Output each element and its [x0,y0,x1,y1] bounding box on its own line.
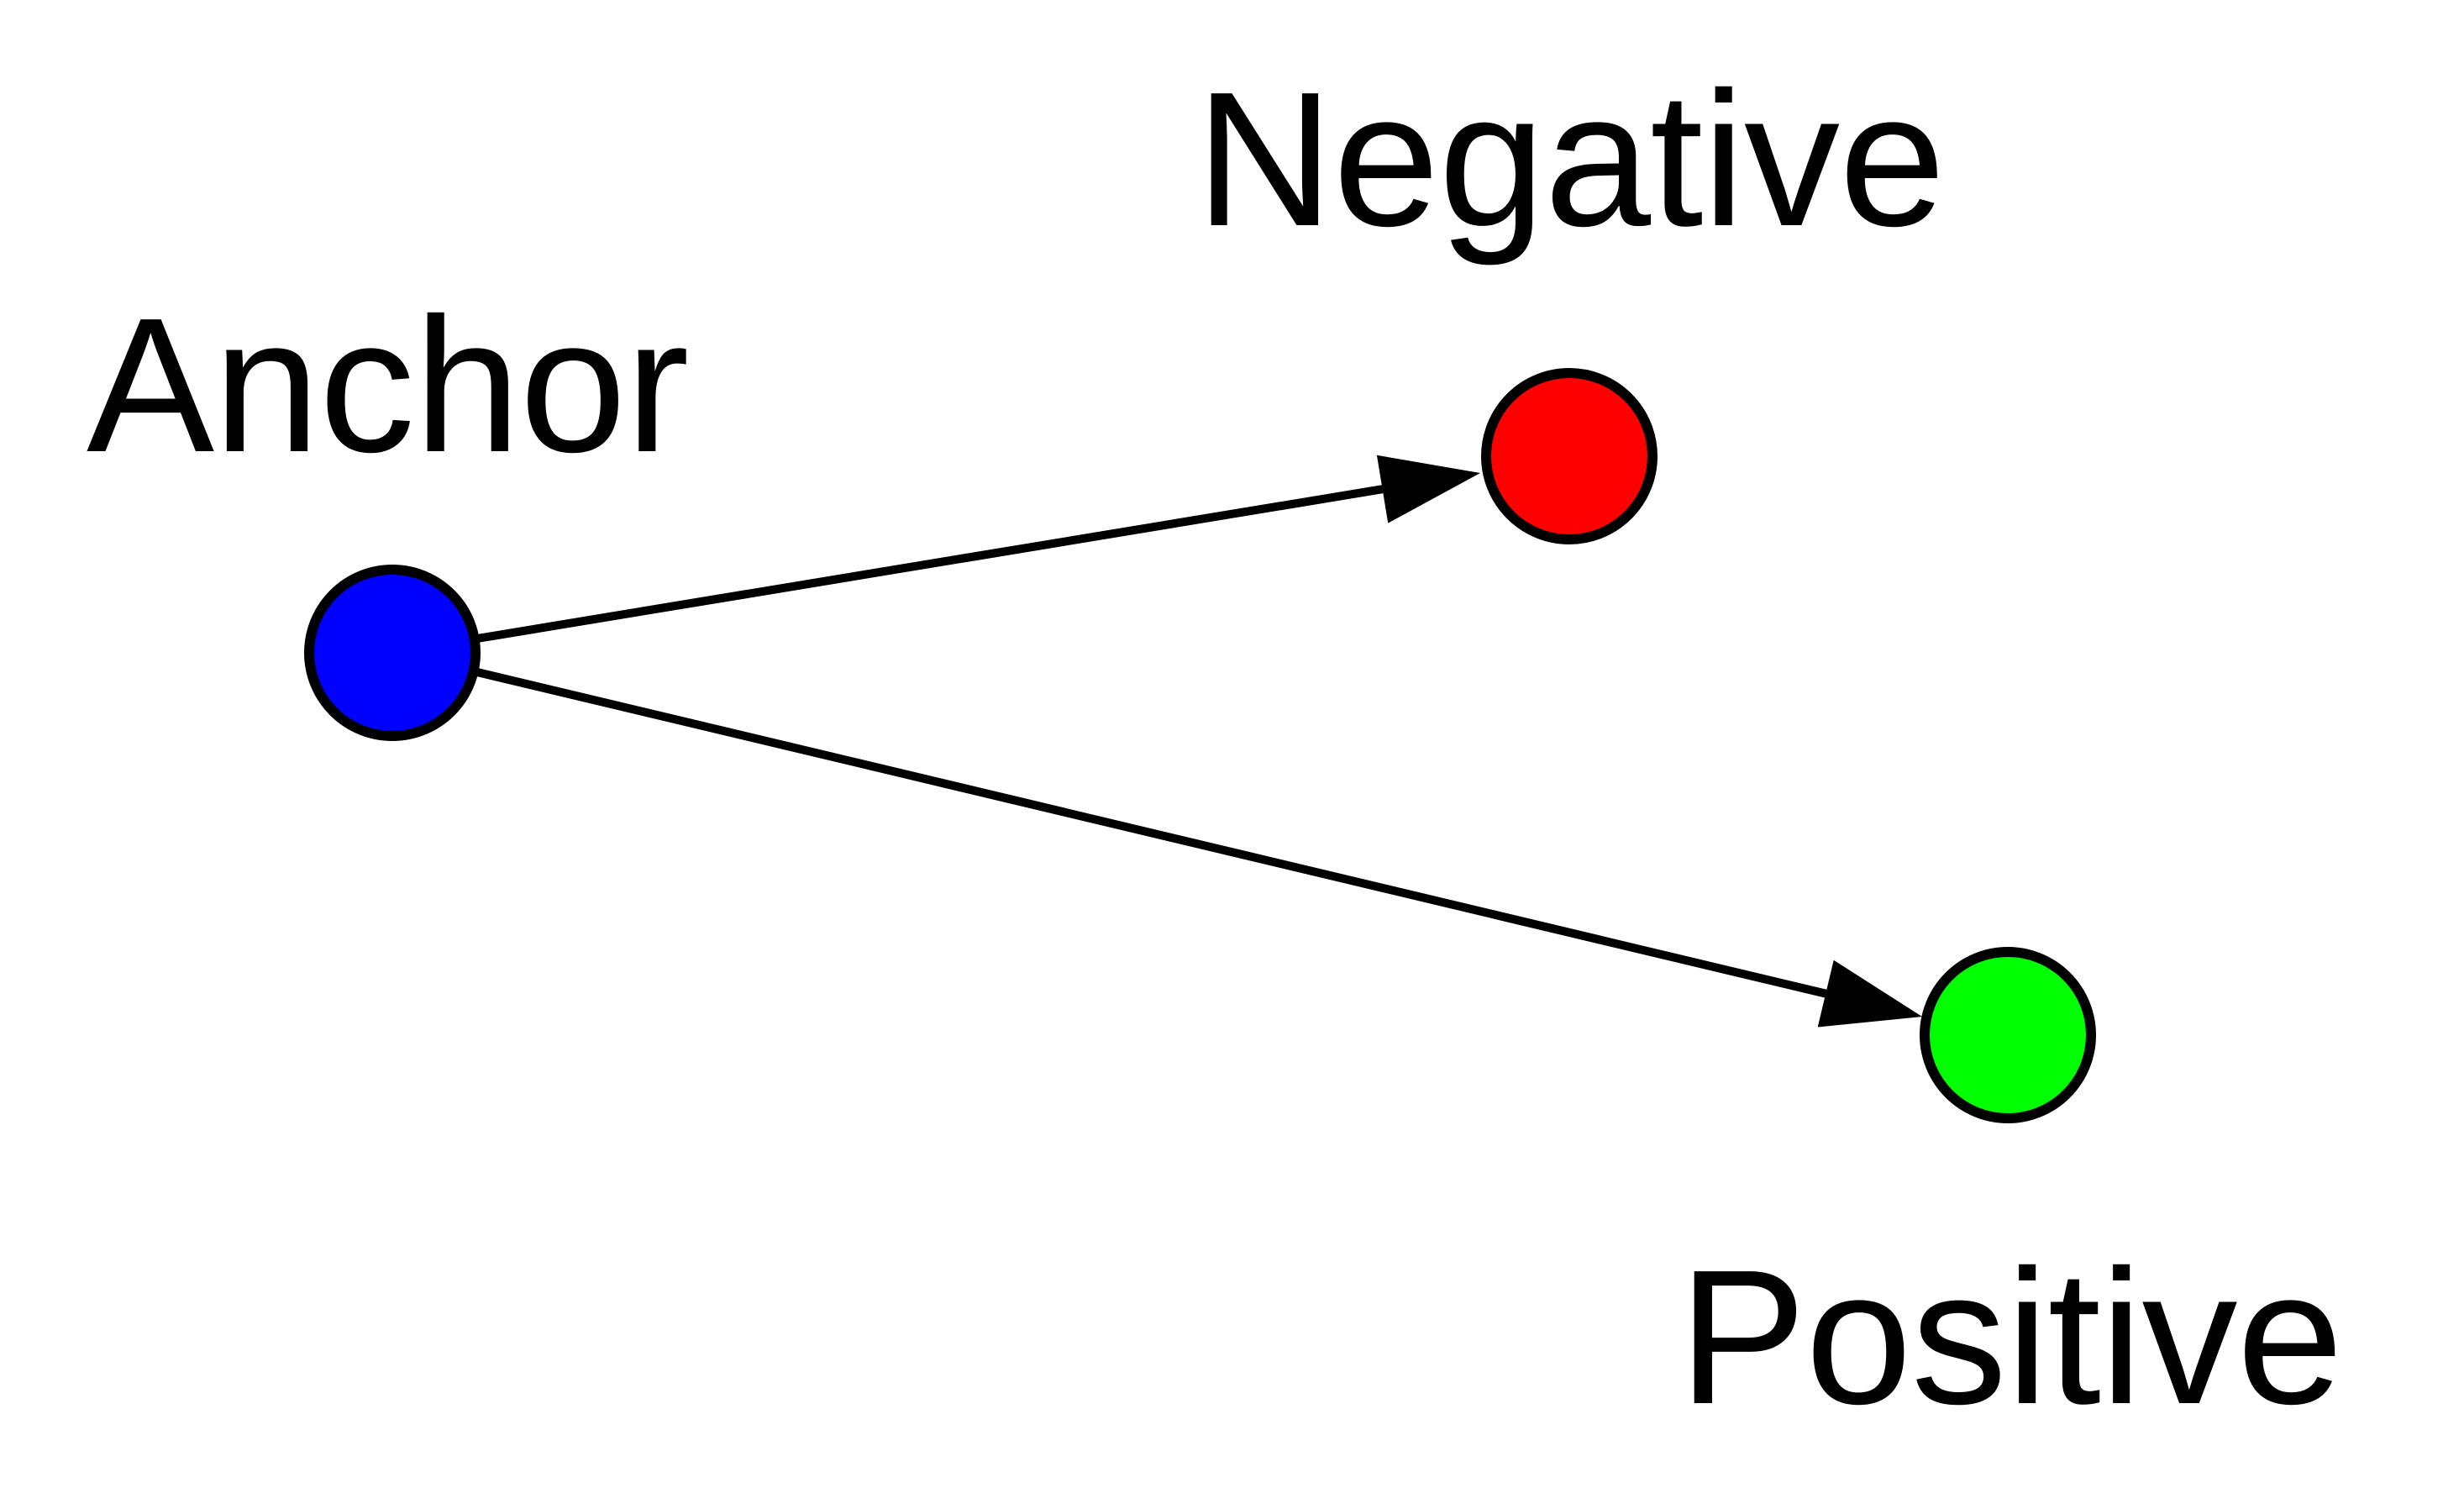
arrowhead-positive-icon [1817,959,1922,1028]
edge-anchor-to-negative [476,455,1480,643]
node-anchor[interactable] [304,565,481,741]
edge-anchor-to-positive [475,668,1922,1028]
node-positive[interactable] [1920,947,2096,1123]
arrowhead-negative-icon [1376,455,1480,523]
label-positive: Positive [1679,1231,2342,1444]
edge-line-anchor-positive [475,668,1827,998]
label-anchor: Anchor [87,279,688,492]
node-negative[interactable] [1481,368,1658,544]
label-negative: Negative [1195,53,1945,266]
edge-line-anchor-negative [476,485,1384,643]
